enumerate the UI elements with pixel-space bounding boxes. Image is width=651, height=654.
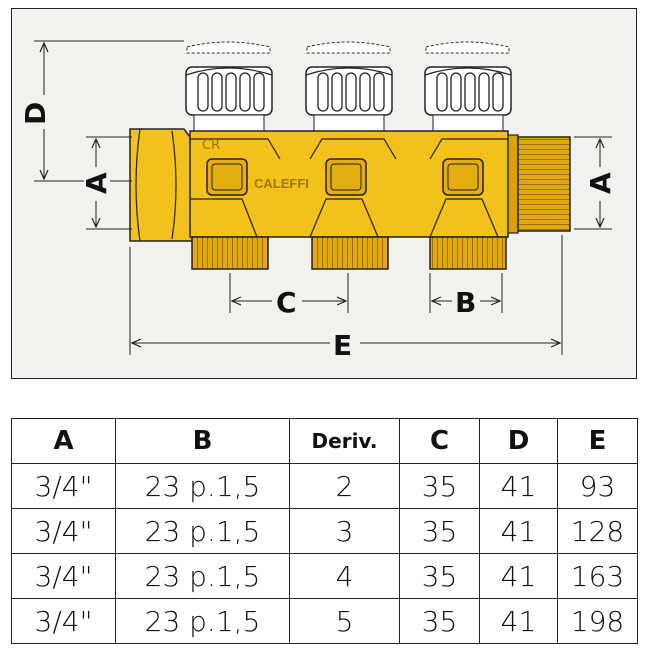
cell-b: 23 p.1,5 [115,463,290,509]
cell-deriv: 4 [289,553,400,599]
cell-e: 198 [557,598,638,644]
cell-b: 23 p.1,5 [115,553,290,599]
cell-deriv: 3 [289,508,400,554]
dim-label-a-left: A [80,172,113,194]
manifold-drawing: CR CALEFFI D A [19,40,617,362]
cell-a: 3/4" [11,598,116,644]
header-d: D [479,418,558,464]
cell-c: 35 [399,598,480,644]
dim-label-b: B [455,286,476,319]
cell-c: 35 [399,508,480,554]
cell-b: 23 p.1,5 [115,598,290,644]
cell-d: 41 [479,598,558,644]
header-b: B [115,418,290,464]
table-row: 3/4" 23 p.1,5 2 35 41 93 [11,463,638,509]
cell-a: 3/4" [11,508,116,554]
dim-label-c: C [276,286,297,319]
table-row: 3/4" 23 p.1,5 3 35 41 128 [11,508,638,554]
cell-d: 41 [479,553,558,599]
cell-e: 163 [557,553,638,599]
cell-e: 128 [557,508,638,554]
header-c: C [399,418,480,464]
cell-d: 41 [479,463,558,509]
valve-cap-1 [185,41,273,132]
table-header-row: A B Deriv. C D E [11,418,638,464]
dim-label-a-right: A [584,172,617,194]
manifold-diagram: CR CALEFFI D A [11,8,637,379]
cell-c: 35 [399,463,480,509]
dim-label-e: E [333,329,352,362]
table-row: 3/4" 23 p.1,5 4 35 41 163 [11,553,638,599]
dimensions-table: A B Deriv. C D E 3/4" 23 p.1,5 2 35 41 9… [11,418,638,644]
cell-b: 23 p.1,5 [115,508,290,554]
cell-d: 41 [479,508,558,554]
valve-cap-2 [305,41,393,132]
logo-text: CR [202,138,220,153]
header-deriv: Deriv. [289,418,400,464]
brand-text: CALEFFI [254,176,309,191]
dim-label-d: D [19,102,52,125]
valve-cap-3 [424,41,512,132]
header-a: A [11,418,116,464]
cell-a: 3/4" [11,463,116,509]
cell-deriv: 5 [289,598,400,644]
header-e: E [557,418,638,464]
cell-a: 3/4" [11,553,116,599]
manifold-body: CR CALEFFI [129,128,571,270]
table-row: 3/4" 23 p.1,5 5 35 41 198 [11,598,638,644]
cell-deriv: 2 [289,463,400,509]
cell-e: 93 [557,463,638,509]
cell-c: 35 [399,553,480,599]
